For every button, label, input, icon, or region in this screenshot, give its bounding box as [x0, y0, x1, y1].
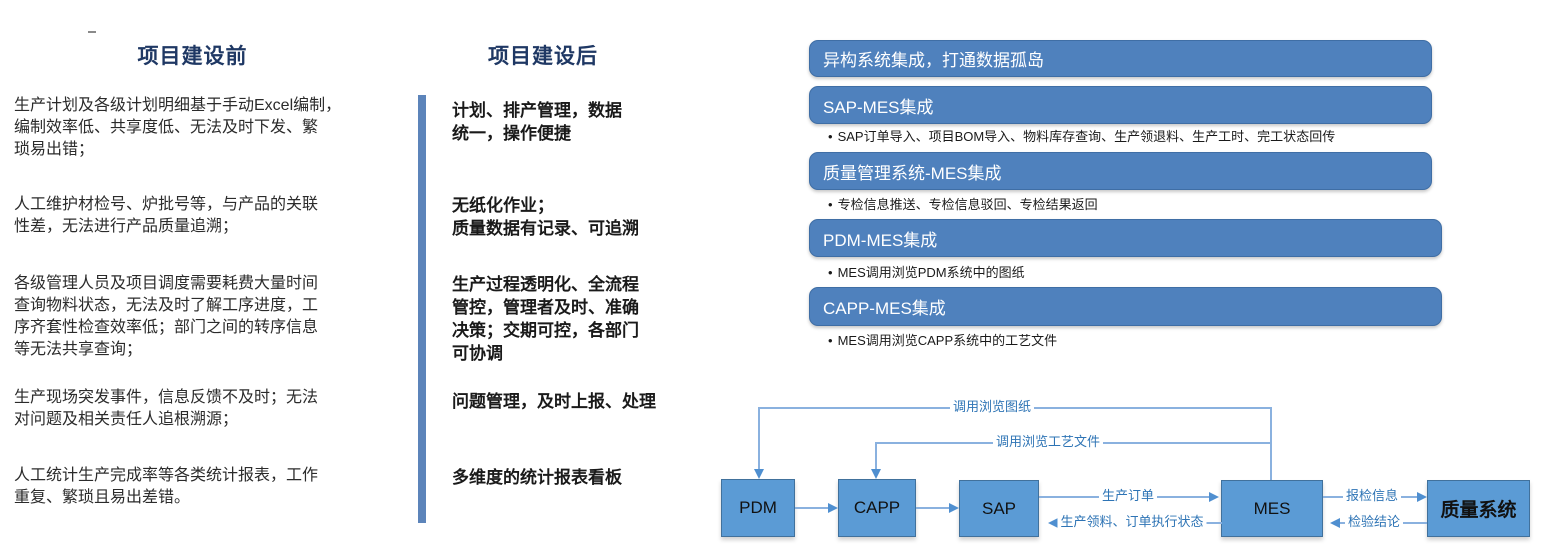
sap-mes-bullet: • SAP订单导入、项目BOM导入、物料库存查询、生产领退料、生产工时、完工状态回… — [828, 126, 1335, 145]
capp-mes-bullet: • MES调用浏览CAPP系统中的工艺文件 — [828, 330, 1057, 349]
integration-banner: 异构系统集成，打通数据孤岛 — [809, 40, 1432, 77]
arrowhead-capp-to-sap — [949, 503, 959, 513]
before-paragraph-5: 人工统计生产完成率等各类统计报表，工作 重复、繁琐且易出差错。 — [14, 467, 319, 506]
view-drawing-label: 调用浏览图纸 — [949, 399, 1035, 415]
before-paragraph-4: 生产现场突发事件，信息反馈不及时；无法 对问题及相关责任人追根溯源； — [14, 389, 319, 428]
bullet-icon: • — [828, 129, 833, 144]
pdm-mes-bullet: • MES调用浏览PDM系统中的图纸 — [828, 262, 1025, 281]
sap-box: SAP — [959, 480, 1039, 537]
after-item-2: 无纸化作业； 质量数据有记录、可追溯 — [452, 196, 639, 238]
production-order-label: 生产订单 — [1098, 488, 1158, 504]
capp-box: CAPP — [838, 479, 916, 537]
after-item-5: 多维度的统计报表看板 — [452, 468, 622, 487]
pdm-mes-bar: PDM-MES集成 — [809, 219, 1442, 257]
after-item-4: 问题管理，及时上报、处理 — [452, 392, 656, 411]
bullet-icon: • — [828, 333, 833, 348]
arrowhead-into-pdm — [754, 469, 764, 479]
stray-dash-mark — [88, 31, 96, 33]
before-paragraph-2: 人工维护材检号、炉批号等，与产品的关联 性差，无法进行产品质量追溯； — [14, 196, 319, 235]
mes-feedback-drop-line — [1270, 407, 1272, 480]
view-drawing-drop-line — [758, 407, 760, 470]
before-paragraph-1: 生产计划及各级计划明细基于手动Excel编制， 编制效率低、共享度低、无法及时下… — [14, 97, 342, 158]
mes-box: MES — [1221, 480, 1323, 537]
capp-mes-bar: CAPP-MES集成 — [809, 287, 1442, 326]
pdm-mes-bullet-text: MES调用浏览PDM系统中的图纸 — [837, 265, 1025, 280]
sap-mes-bar: SAP-MES集成 — [809, 86, 1432, 124]
bullet-icon: • — [828, 265, 833, 280]
pdm-box: PDM — [721, 479, 795, 537]
arrowhead-into-capp — [871, 469, 881, 479]
arrowhead-inspection-result — [1330, 518, 1340, 528]
arrowhead-production-order — [1209, 492, 1219, 502]
inspection-request-label: 报检信息 — [1342, 488, 1402, 504]
view-process-file-drop-line — [875, 442, 877, 470]
before-paragraph-3: 各级管理人员及项目调度需要耗费大量时间 查询物料状态，无法及时了解工序进度，工 … — [14, 275, 319, 358]
bullet-icon: • — [828, 197, 833, 212]
pdm-to-capp-line — [795, 507, 828, 509]
after-item-1: 计划、排产管理，数据 统一，操作便捷 — [452, 101, 622, 143]
arrowhead-pdm-to-capp — [828, 503, 838, 513]
quality-system-box: 质量系统 — [1427, 480, 1530, 537]
sap-mes-bullet-text: SAP订单导入、项目BOM导入、物料库存查询、生产领退料、生产工时、完工状态回传 — [837, 129, 1336, 144]
inspection-result-label: 检验结论 — [1344, 514, 1404, 530]
view-process-file-label: 调用浏览工艺文件 — [992, 434, 1104, 450]
column-divider — [418, 95, 426, 523]
qms-mes-bullet: • 专检信息推送、专检信息驳回、专检结果返回 — [828, 194, 1098, 213]
material-status-label: 生产领料、订单执行状态 — [1057, 514, 1207, 530]
arrowhead-inspection-request — [1417, 492, 1427, 502]
capp-mes-bullet-text: MES调用浏览CAPP系统中的工艺文件 — [837, 333, 1058, 348]
after-title: 项目建设后 — [488, 45, 598, 68]
after-item-3: 生产过程透明化、全流程 管控，管理者及时、准确 决策；交期可控，各部门 可协调 — [452, 275, 639, 363]
capp-to-sap-line — [916, 507, 949, 509]
qms-mes-bullet-text: 专检信息推送、专检信息驳回、专检结果返回 — [837, 197, 1098, 212]
arrowhead-material-status — [1048, 518, 1058, 528]
before-title: 项目建设前 — [137, 45, 248, 68]
qms-mes-bar: 质量管理系统-MES集成 — [809, 152, 1432, 190]
